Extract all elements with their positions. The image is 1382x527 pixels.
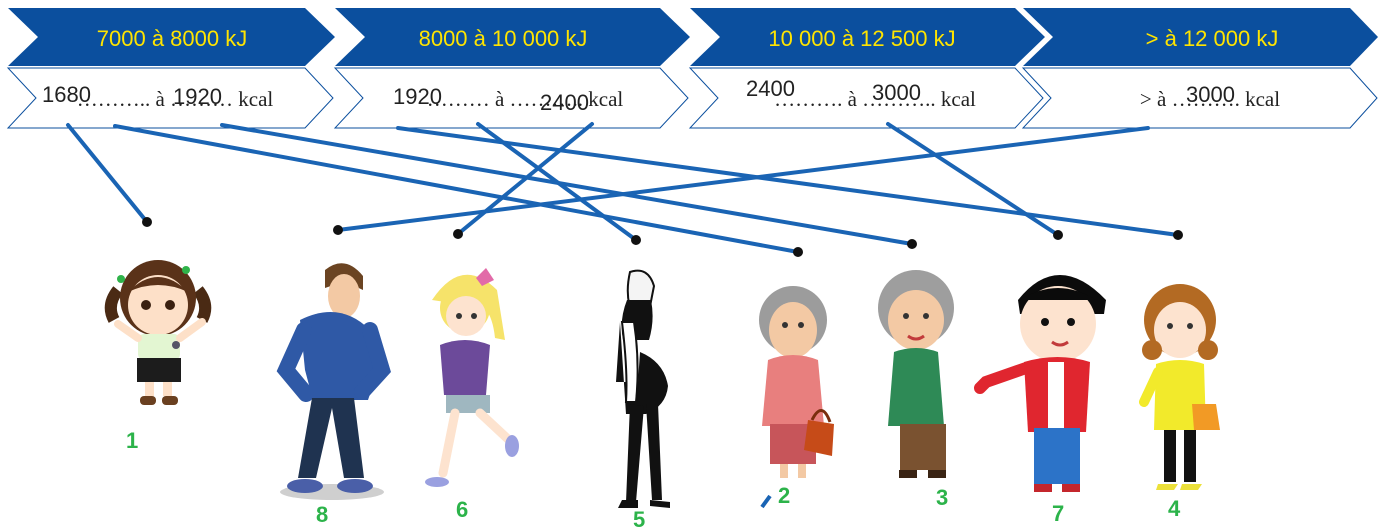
range-2-kj-banner <box>335 8 690 66</box>
match-dot <box>793 247 803 257</box>
match-line-7 <box>886 122 1060 237</box>
range-1: 7000 à 8000 kJ ……….. à ……… kcal 1680 192… <box>6 8 335 129</box>
person-4-young-woman-illustration <box>1139 284 1220 490</box>
match-dot <box>1053 230 1063 240</box>
person-5-pregnant-woman-illustration <box>616 269 670 508</box>
range-3-hand-min: 2400 <box>746 76 795 101</box>
range-4-hand-max: 3000 <box>1186 82 1235 107</box>
range-2: 8000 à 10 000 kJ ……… à ……….. kcal 1920 2… <box>333 8 690 129</box>
person-number-5: 5 <box>633 507 645 527</box>
range-3-kj-label: 10 000 à 12 500 kJ <box>768 26 955 51</box>
match-line-3 <box>220 123 914 246</box>
range-1-kj-banner <box>8 8 335 66</box>
person-number-2: 2 <box>778 483 790 508</box>
person-number-6: 6 <box>456 497 468 522</box>
range-1-kcal-label: ……….. à ……… kcal <box>77 87 274 111</box>
range-3-kj-banner <box>690 8 1045 66</box>
match-line-4 <box>396 126 1180 237</box>
range-3-hand-max: 3000 <box>872 80 921 105</box>
range-2-hand-min: 1920 <box>393 84 442 109</box>
range-1-hand-max: 1920 <box>173 84 222 109</box>
person-number-8: 8 <box>316 502 328 527</box>
range-2-hand-max: 2400 <box>540 90 589 115</box>
person-number-7: 7 <box>1052 501 1064 526</box>
matching-lines <box>66 122 1180 254</box>
range-1-hand-min: 1680 <box>42 82 91 107</box>
match-dot <box>142 217 152 227</box>
person-number-4: 4 <box>1168 496 1181 521</box>
range-1-kj-label: 7000 à 8000 kJ <box>97 26 247 51</box>
person-3-elderly-man-illustration <box>878 270 954 478</box>
match-dots <box>142 217 1183 257</box>
range-4-kcal-label: > à ………. kcal <box>1140 87 1280 111</box>
range-3-kcal-label: ………. à ……….. kcal <box>774 87 976 111</box>
person-1-girl-illustration <box>104 260 212 405</box>
range-3: 10 000 à 12 500 kJ ………. à ……….. kcal 240… <box>688 8 1045 129</box>
match-line-5 <box>476 122 638 242</box>
person-7-man-illustration <box>974 275 1106 492</box>
match-dot <box>333 225 343 235</box>
range-4-kcal-box <box>1021 67 1378 129</box>
person-6-running-girl-illustration <box>425 268 519 487</box>
match-dot <box>631 235 641 245</box>
range-3-kcal-box <box>688 67 1044 129</box>
person-2-elderly-woman-illustration <box>759 286 834 509</box>
match-dot <box>1173 230 1183 240</box>
range-1-kcal-box <box>6 67 334 129</box>
match-line-1 <box>66 123 149 224</box>
range-2-kcal-label: ……… à ……….. kcal <box>427 87 624 111</box>
range-4: > à 12 000 kJ > à ………. kcal 3000 <box>1021 8 1378 129</box>
person-number-1: 1 <box>126 428 138 453</box>
range-2-kj-label: 8000 à 10 000 kJ <box>419 26 588 51</box>
match-dot <box>907 239 917 249</box>
person-number-3: 3 <box>936 485 948 510</box>
match-line-6 <box>456 122 594 236</box>
range-2-kcal-box <box>333 67 689 129</box>
range-4-kj-banner <box>1023 8 1378 66</box>
match-line-2 <box>113 124 800 254</box>
person-8-teen-boy-illustration <box>276 263 391 500</box>
match-dot <box>453 229 463 239</box>
range-4-kj-label: > à 12 000 kJ <box>1146 26 1279 51</box>
match-line-8 <box>336 126 1150 232</box>
